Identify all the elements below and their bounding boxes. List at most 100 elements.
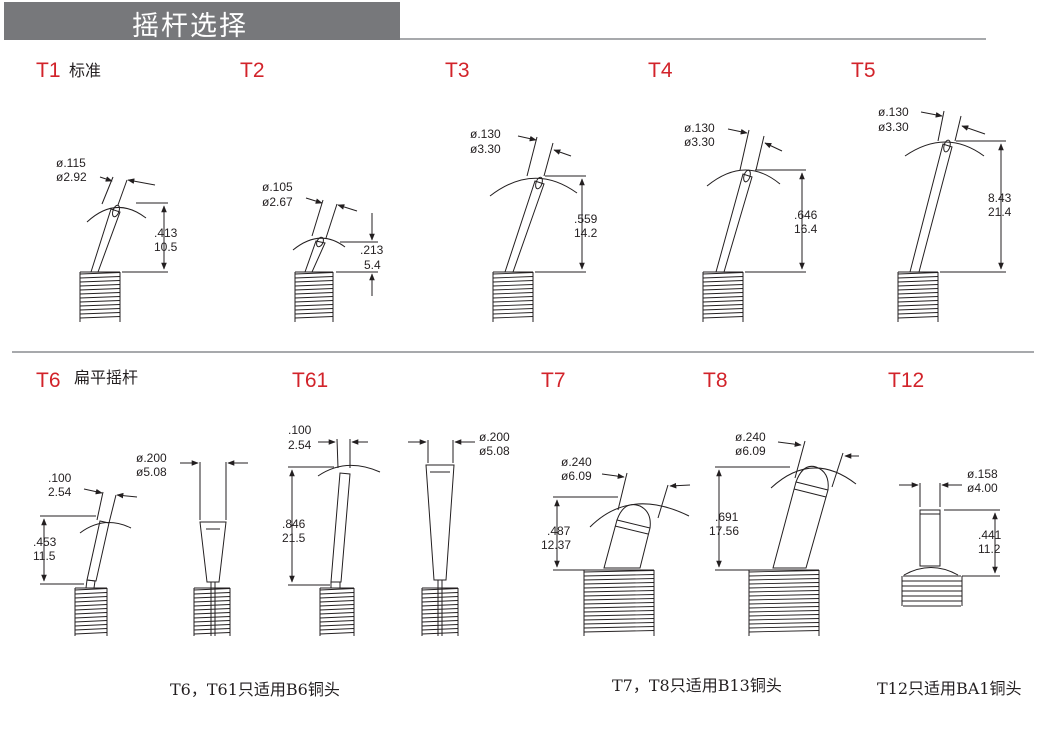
thread-line [748,574,820,577]
t7-len-in: .487 [547,524,571,538]
thread-line [748,586,820,589]
t1-len-mm: 10.5 [154,240,178,254]
thread-line [79,288,121,291]
thread-line [193,596,231,599]
thread-line [897,280,939,283]
t61-len-in: .846 [282,517,306,531]
thread-line [294,312,334,315]
thread-line [748,602,820,605]
thread-line [319,620,355,623]
thread-line [193,608,231,611]
t4-len-mm: 16.4 [794,222,818,236]
type-label-t61: T61 [292,369,329,392]
thread-line [583,598,655,601]
t6-len-mm: 11.5 [33,549,56,563]
t1-lever [86,176,168,273]
thread-line [492,280,534,283]
thread-line [319,600,355,603]
thread-line [421,600,459,603]
t6-side-dia-in: ø.200 [136,451,167,465]
t7-dia-in: ø.240 [561,455,592,469]
thread-line [421,596,459,599]
thread-line [583,602,655,605]
t8-dia-mm: ø6.09 [735,444,766,458]
thread-line [492,296,534,299]
thread-line [79,308,121,311]
t3-len-in: .559 [574,212,598,226]
t7-dia-mm: ø6.09 [561,469,592,483]
thread-line [79,304,121,307]
thread-line [421,628,459,631]
thread-line [492,292,534,295]
t7-len-mm: 12.37 [541,538,571,552]
t12-len-in: .441 [978,528,1002,542]
thread-line [583,570,655,573]
thread-line [421,620,459,623]
thread-line [702,276,744,279]
thread-line [319,604,355,607]
thread-line [294,292,334,295]
thread-line [702,308,744,311]
thread-line [294,316,334,319]
thread-line [748,622,820,625]
thread-line [294,304,334,307]
thread-line [421,604,459,607]
thread-line [319,632,355,635]
thread-line [421,616,459,619]
t8-dia-in: ø.240 [735,430,766,444]
thread-line [74,632,108,635]
t3-lever [489,135,586,273]
thread-line [79,300,121,303]
thread-line [748,598,820,601]
t8-len-in: .691 [715,510,739,524]
thread-line [193,628,231,631]
thread-line [79,296,121,299]
thread-line [74,604,108,607]
thread-line [74,588,108,591]
t8-threaded-base [748,569,820,636]
thread-line [294,288,334,291]
thread-line [583,586,655,589]
thread-line [193,604,231,607]
thread-line [79,284,121,287]
thread-line [583,606,655,609]
t61-side-dia-in: ø.200 [479,430,510,444]
thread-line [748,606,820,609]
thread-line [583,626,655,629]
thread-line [421,608,459,611]
t8-lever [715,440,859,571]
t61-side-dia-mm: ø5.08 [479,444,510,458]
thread-line [583,578,655,581]
thread-line [492,316,534,319]
thread-line [702,272,744,275]
thread-line [897,292,939,295]
t5-lever [904,110,1006,273]
t1-dia-mm: ø2.92 [56,170,87,184]
thread-line [193,600,231,603]
t4-threaded-base [702,271,744,322]
thread-line [294,280,334,283]
thread-line [319,588,355,591]
thread-line [492,288,534,291]
thread-line [319,592,355,595]
header-divider [400,38,986,40]
t8-drawing: ø.240 ø6.09 .691 17.56 [709,430,859,636]
thread-line [492,276,534,279]
thread-line [74,608,108,611]
t8-len-mm: 17.56 [709,524,739,538]
t6-threaded-base [74,587,108,636]
thread-line [79,276,121,279]
thread-line [193,612,231,615]
type-label-t3: T3 [445,59,470,82]
type-label-t7: T7 [541,369,566,392]
thread-line [319,624,355,627]
thread-line [748,630,820,633]
thread-line [79,280,121,283]
caption-t7-t8: T7，T8只适用B13铜头 [612,676,782,695]
thread-line [583,574,655,577]
page-title: 摇杆选择 [132,11,248,42]
thread-line [897,316,939,319]
thread-line [897,296,939,299]
thread-line [748,594,820,597]
thread-line [748,582,820,585]
